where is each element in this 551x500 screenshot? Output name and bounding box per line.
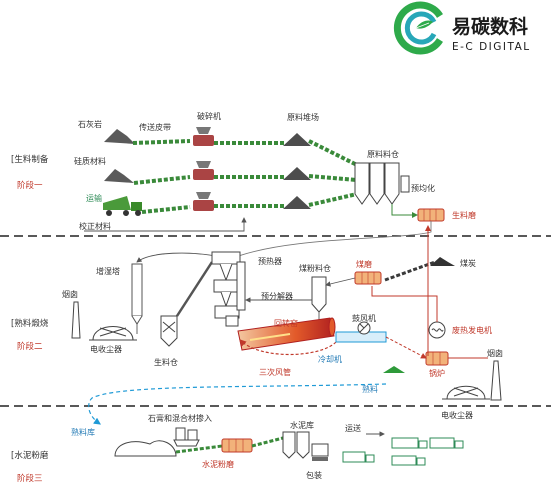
- stage-3-phase: 阶段三: [17, 473, 43, 484]
- raw-mill-to-preheater-line: [232, 221, 432, 259]
- silo-to-mill-flow: [391, 204, 418, 218]
- preheater-label: 预热器: [258, 256, 282, 266]
- precipitator-right-icon: [442, 385, 490, 400]
- brand-logo: 易碳数科 E-C DIGITAL: [393, 1, 531, 55]
- raw-material-yard-piles: [283, 133, 311, 209]
- stage-1-phase: 阶段一: [17, 180, 43, 191]
- clinker-pile: [383, 366, 405, 373]
- gypsum-admixture-icon: [173, 427, 200, 447]
- clinker-store-label: 熟料库: [71, 427, 95, 437]
- precipitator-left-label: 电收尘器: [90, 344, 122, 354]
- packaging-icon: [311, 443, 329, 461]
- silo-to-preheater-elevator: [175, 261, 214, 317]
- fan-label: 鼓风机: [352, 313, 376, 323]
- coal-powder-silo-label: 煤粉料仓: [299, 263, 331, 273]
- chimney-left-icon: [71, 301, 81, 339]
- coal-mill-icon: [354, 271, 382, 285]
- chimney-left-label: 烟囱: [62, 289, 78, 299]
- silicon-material-label: 硅质材料: [74, 156, 106, 166]
- raw-mill-icon: [417, 208, 445, 222]
- dump-truck-icon: [103, 196, 142, 216]
- cement-mill-label: 水泥粉磨: [202, 459, 234, 469]
- brand-name-cn: 易碳数科: [452, 15, 528, 38]
- precalciner-label: 预分解器: [261, 291, 293, 301]
- humidifying-tower-label: 增湿塔: [96, 266, 120, 276]
- crusher-label: 破碎机: [197, 111, 221, 121]
- stage-2-title: [熟料煅烧: [11, 318, 49, 329]
- belt-conveyor-lines: [132, 139, 358, 214]
- coal-mill-label: 煤磨: [356, 259, 372, 269]
- correction-material-label: 校正材料: [79, 221, 111, 231]
- ec-logo-icon: [393, 1, 443, 55]
- raw-meal-silo-label: 生料仓: [154, 357, 178, 367]
- rotary-kiln-label: 回转窑: [274, 318, 298, 328]
- mill-to-silo-conveyor: [251, 436, 284, 448]
- pre-homogenization-label: 预均化: [411, 183, 435, 193]
- preheater-tower-icon: [211, 251, 246, 327]
- coal-mill-to-silo: [325, 277, 356, 287]
- dispatch-label: 运送: [345, 423, 361, 433]
- tertiary-air-duct-label: 三次风管: [259, 367, 291, 377]
- coal-conveyor-line: [384, 260, 436, 282]
- raw-material-yard-label: 原料堆场: [287, 112, 319, 122]
- hot-gas-lines: [371, 225, 488, 359]
- belt-conveyor-label: 传送皮带: [139, 122, 171, 132]
- silicon-material-pile: [104, 169, 134, 183]
- crusher-group: [193, 127, 214, 211]
- raw-material-silo-group: [354, 162, 410, 205]
- chimney-right-label: 烟囱: [487, 348, 503, 358]
- cement-silo-icon: [282, 431, 310, 459]
- tertiary-air-duct-line: [239, 339, 337, 355]
- gypsum-admixture-label: 石膏和混合材掺入: [148, 413, 212, 423]
- correction-material-line: [84, 217, 247, 232]
- cement-silo-label: 水泥库: [290, 420, 314, 430]
- coal-powder-silo-icon: [311, 276, 327, 313]
- dispatch-trucks-icon: [342, 437, 464, 466]
- waste-heat-generator-icon: [428, 321, 446, 339]
- raw-meal-silo-icon: [160, 315, 178, 347]
- precipitator-right-label: 电收尘器: [441, 410, 473, 420]
- precipitator-left-icon: [89, 326, 137, 341]
- packaging-label: 包装: [306, 470, 322, 480]
- humidifying-tower-icon: [131, 263, 143, 325]
- brand-name-en: E-C DIGITAL: [452, 41, 531, 53]
- transport-label: 运输: [86, 193, 102, 203]
- boiler-icon: [425, 351, 449, 366]
- boiler-label: 锅炉: [429, 368, 445, 378]
- chimney-right-icon: [490, 360, 502, 401]
- cooler-label: 冷却机: [318, 354, 342, 364]
- stage-2-phase: 阶段二: [17, 341, 43, 352]
- waste-heat-power-label: 废热发电机: [452, 325, 492, 335]
- raw-coal-pile: [430, 257, 455, 266]
- raw-material-silo-label: 原料料仓: [367, 149, 399, 159]
- cement-mill-icon: [221, 438, 253, 453]
- stage-3-title: [水泥粉磨: [11, 450, 49, 461]
- limestone-pile: [104, 129, 135, 144]
- raw-mill-label: 生料磨: [452, 210, 476, 220]
- clinker-label: 熟料: [362, 384, 378, 394]
- clinker-store-icon: [114, 440, 177, 457]
- stage-1-title: [生料制备: [11, 154, 49, 165]
- clinker-flow-line: [88, 383, 387, 425]
- limestone-label: 石灰岩: [78, 119, 102, 129]
- raw-coal-label: 煤炭: [460, 258, 476, 268]
- fan-icon: [357, 321, 371, 335]
- store-to-mill-conveyor: [175, 444, 223, 454]
